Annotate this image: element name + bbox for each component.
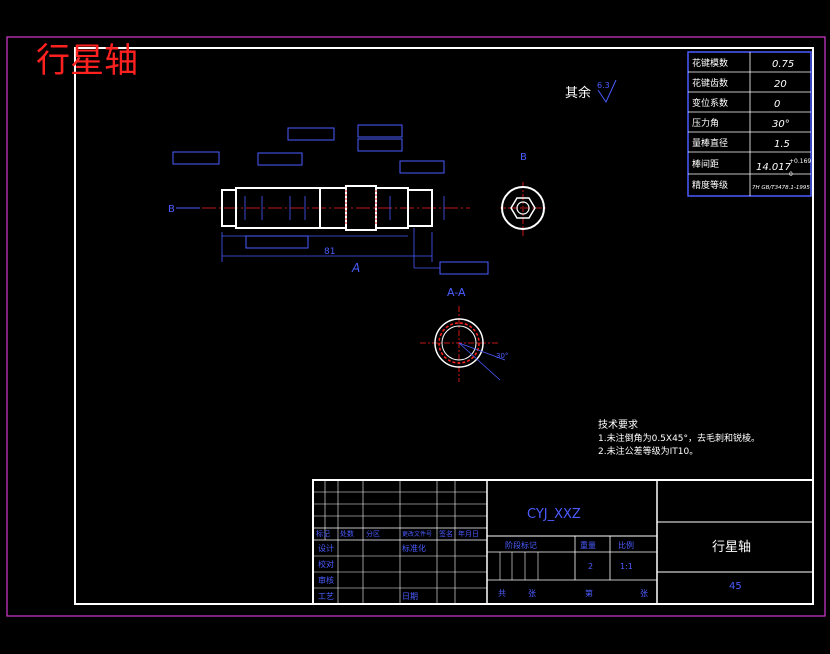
svg-text:+0.169: +0.169 xyxy=(789,158,811,165)
inner-border xyxy=(74,47,814,605)
param-label: 变位系数 xyxy=(692,97,728,109)
param-value: 30° xyxy=(772,119,790,130)
tb-cell: 日期 xyxy=(402,592,418,601)
tb-cell: 签名 xyxy=(439,529,453,538)
datum-a-label: A xyxy=(351,261,360,275)
remaining-roughness: 其余 6.3 xyxy=(565,79,617,104)
tb-cell: 标准化 xyxy=(402,543,426,553)
tb-cell: 标记 xyxy=(316,529,330,538)
parameter-table: 花键模数 0.75 花键齿数 20 变位系数 0 压力角 30° 量棒直径 1.… xyxy=(687,51,812,197)
param-value: 0.75 xyxy=(772,59,794,70)
shaft-main-view: B 81 A xyxy=(168,124,489,275)
param-value: 14.017 xyxy=(756,162,792,173)
section-a-a: A-A 30° xyxy=(420,286,508,382)
tb-cell: 年月日 xyxy=(458,529,479,538)
tb-cell: 重量 xyxy=(580,540,596,550)
end-view-b: B xyxy=(500,152,548,236)
title-block: 标记 处数 分区 更改文件号 签名 年月日 设计 标准化 校对 审核 工艺 日期… xyxy=(312,479,814,605)
tech-notes-heading: 技术要求 xyxy=(598,418,638,431)
tb-cell: 工艺 xyxy=(318,592,334,601)
tb-cell: 校对 xyxy=(318,559,334,569)
param-label: 量棒直径 xyxy=(692,137,728,149)
tb-cell: 共 xyxy=(498,589,506,598)
view-arrow-label: B xyxy=(168,204,175,215)
param-value: 7H GB/T3478.1-1995 xyxy=(752,185,810,191)
param-value: 20 xyxy=(774,79,787,90)
tb-cell: 张 xyxy=(528,589,536,598)
weight-value: 2 xyxy=(588,562,593,571)
tech-note: 2.未注公差等级为IT10。 xyxy=(598,445,698,457)
param-value: 1.5 xyxy=(774,139,790,150)
tb-cell: 审核 xyxy=(318,575,334,585)
scale-value: 1:1 xyxy=(620,562,633,571)
param-label: 花键齿数 xyxy=(692,77,728,89)
tb-cell: 比例 xyxy=(618,540,634,550)
param-value: 0 xyxy=(774,99,780,110)
param-label: 精度等级 xyxy=(692,179,728,191)
tb-cell: 张 xyxy=(640,589,648,598)
tb-cell: 分区 xyxy=(366,529,380,538)
param-label: 棒间距 xyxy=(692,158,719,170)
svg-text:0: 0 xyxy=(789,171,793,178)
drawing-title: 行星轴 xyxy=(36,41,138,81)
spline-angle: 30° xyxy=(496,352,508,360)
tb-cell: 设计 xyxy=(318,543,334,553)
tb-cell: 更改文件号 xyxy=(402,530,432,538)
param-label: 花键模数 xyxy=(692,57,728,69)
tb-cell: 第 xyxy=(585,588,593,598)
tb-cell: 阶段标记 xyxy=(505,540,537,550)
end-view-label: B xyxy=(520,152,527,163)
param-label: 压力角 xyxy=(692,117,719,129)
tech-note: 1.未注倒角为0.5X45°，去毛刺和锐棱。 xyxy=(598,432,760,444)
drawing-number: CYJ_XXZ xyxy=(527,507,581,522)
material: 45 xyxy=(729,581,742,592)
outer-border xyxy=(6,36,826,617)
total-length-dim: 81 xyxy=(324,247,335,257)
tb-cell: 处数 xyxy=(340,529,354,538)
section-label: A-A xyxy=(447,286,466,299)
part-name: 行星轴 xyxy=(712,540,751,555)
roughness-value: 6.3 xyxy=(597,81,610,90)
technical-notes: 技术要求 1.未注倒角为0.5X45°，去毛刺和锐棱。 2.未注公差等级为IT1… xyxy=(598,418,760,457)
roughness-label: 其余 xyxy=(565,85,591,101)
